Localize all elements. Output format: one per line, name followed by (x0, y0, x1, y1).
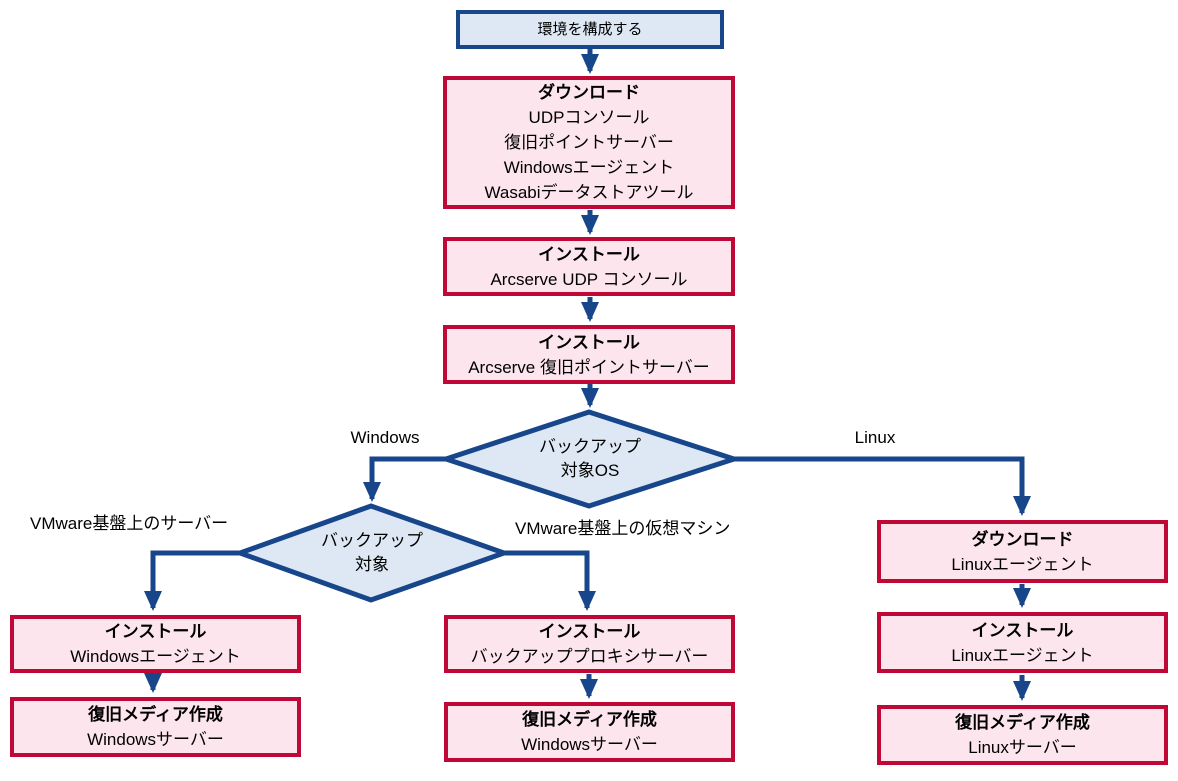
connector-linux-branch (734, 456, 1031, 516)
decision-target-line2: 対象 (355, 555, 389, 574)
node-media-win-center-line: Windowsサーバー (521, 735, 658, 754)
decision-os-label: バックアップ 対象OS (490, 435, 690, 483)
node-media-linux-line: Linuxサーバー (968, 738, 1077, 757)
node-download-linux-title: ダウンロード (971, 529, 1074, 549)
connector-vmware-server-branch (144, 550, 240, 611)
node-media-win-left-line: Windowsサーバー (87, 730, 224, 749)
node-install-proxy: インストール バックアッププロキシサーバー (444, 615, 735, 673)
node-download-all-line: UDPコンソール (528, 108, 650, 127)
node-install-linux-title: インストール (971, 620, 1074, 640)
node-install-win-agent: インストール Windowsエージェント (10, 615, 301, 673)
node-install-proxy-line: バックアッププロキシサーバー (470, 647, 709, 666)
node-install-rps-line: Arcserve 復旧ポイントサーバー (468, 357, 710, 377)
edge-label-vmware-vm: VMware基盤上の仮想マシン (515, 519, 731, 538)
edge-label-vmware-server: VMware基盤上のサーバー (30, 514, 229, 533)
node-install-rps-title: インストール (538, 332, 640, 352)
node-install-console: インストール Arcserve UDP コンソール (443, 237, 735, 296)
node-media-linux-title: 復旧メディア作成 (955, 713, 1090, 732)
node-download-all: ダウンロード UDPコンソール 復旧ポイントサーバー Windowsエージェント… (443, 76, 735, 209)
decision-os-diamond (437, 409, 743, 509)
connector-windows-branch (363, 456, 446, 502)
node-install-rps: インストール Arcserve 復旧ポイントサーバー (443, 325, 735, 384)
node-media-win-left: 復旧メディア作成 Windowsサーバー (10, 697, 301, 757)
node-download-linux: ダウンロード Linuxエージェント (877, 520, 1168, 583)
connector-vmware-vm-branch (504, 550, 596, 611)
node-install-win-agent-title: インストール (104, 622, 207, 641)
node-install-proxy-title: インストール (538, 622, 641, 641)
node-install-win-agent-line: Windowsエージェント (70, 647, 241, 666)
node-media-win-left-title: 復旧メディア作成 (88, 705, 223, 724)
edge-label-windows: Windows (350, 428, 420, 447)
node-start: 環境を構成する (456, 10, 724, 49)
node-install-linux-line: Linuxエージェント (951, 645, 1094, 665)
node-media-win-center: 復旧メディア作成 Windowsサーバー (444, 702, 735, 762)
node-install-console-title: インストール (538, 244, 640, 264)
node-download-linux-line: Linuxエージェント (951, 554, 1094, 574)
decision-os-line2: 対象OS (560, 461, 620, 480)
node-media-win-center-title: 復旧メディア作成 (522, 710, 657, 729)
node-install-linux: インストール Linuxエージェント (877, 612, 1168, 673)
decision-target-diamond (232, 503, 512, 603)
node-download-all-line: 復旧ポイントサーバー (504, 133, 674, 152)
decision-target-line1: バックアップ (321, 531, 423, 550)
node-download-all-line: Windowsエージェント (503, 158, 675, 177)
node-download-all-line: Wasabiデータストアツール (484, 183, 694, 202)
node-start-label: 環境を構成する (537, 21, 643, 38)
edge-label-linux: Linux (854, 428, 896, 447)
decision-target-label: バックアップ 対象 (272, 529, 472, 577)
node-download-all-title: ダウンロード (538, 83, 640, 102)
node-media-linux: 復旧メディア作成 Linuxサーバー (877, 705, 1168, 765)
decision-os-line1: バックアップ (539, 437, 641, 456)
node-install-console-line: Arcserve UDP コンソール (490, 269, 688, 289)
